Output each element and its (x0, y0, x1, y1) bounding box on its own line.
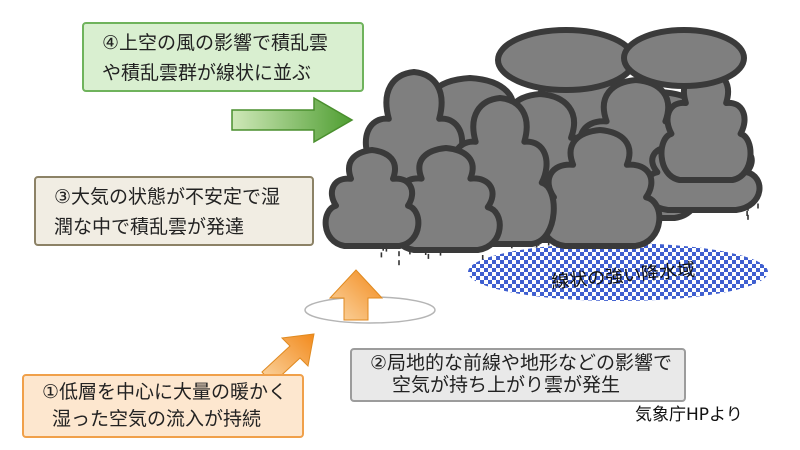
updraft-arrow (328, 269, 384, 321)
cloud-cell (658, 67, 754, 183)
step3-line1: ③大気の状態が不安定で湿 (54, 186, 281, 208)
anvil-top-left (495, 27, 637, 93)
upper-wind-arrow (231, 96, 354, 144)
step1-line1: ①低層を中心に大量の暖かく (42, 381, 288, 403)
step1-box: ①低層を中心に大量の暖かく 湿った空気の流入が持続 (22, 374, 304, 438)
step1-line2: 湿った空気の流入が持続 (52, 408, 262, 430)
step4-box: ④上空の風の影響で積乱雲 や積乱雲群が線状に並ぶ (82, 22, 364, 92)
anvil-top-right (621, 27, 747, 89)
rain-area (468, 243, 768, 301)
ground-disk (304, 296, 436, 324)
cumulonimbus-group (322, 67, 763, 253)
step3-line2: 潤な中で積乱雲が発達 (54, 216, 245, 238)
step2-box: ②局地的な前線や地形などの影響で 空気が持ち上がり雲が発生 (350, 348, 686, 402)
step3-box: ③大気の状態が不安定で湿 潤な中で積乱雲が発達 (34, 176, 314, 246)
cloud-cell (537, 127, 663, 249)
step4-line2: や積乱雲群が線状に並ぶ (102, 62, 312, 84)
source-credit: 気象庁HPより (635, 405, 743, 425)
step2-line1: ②局地的な前線や地形などの影響で (370, 352, 673, 374)
step2-line2: 空気が持ち上がり雲が発生 (392, 374, 621, 396)
step4-line1: ④上空の風の影響で積乱雲 (102, 32, 329, 54)
cloud-cell (322, 147, 422, 249)
